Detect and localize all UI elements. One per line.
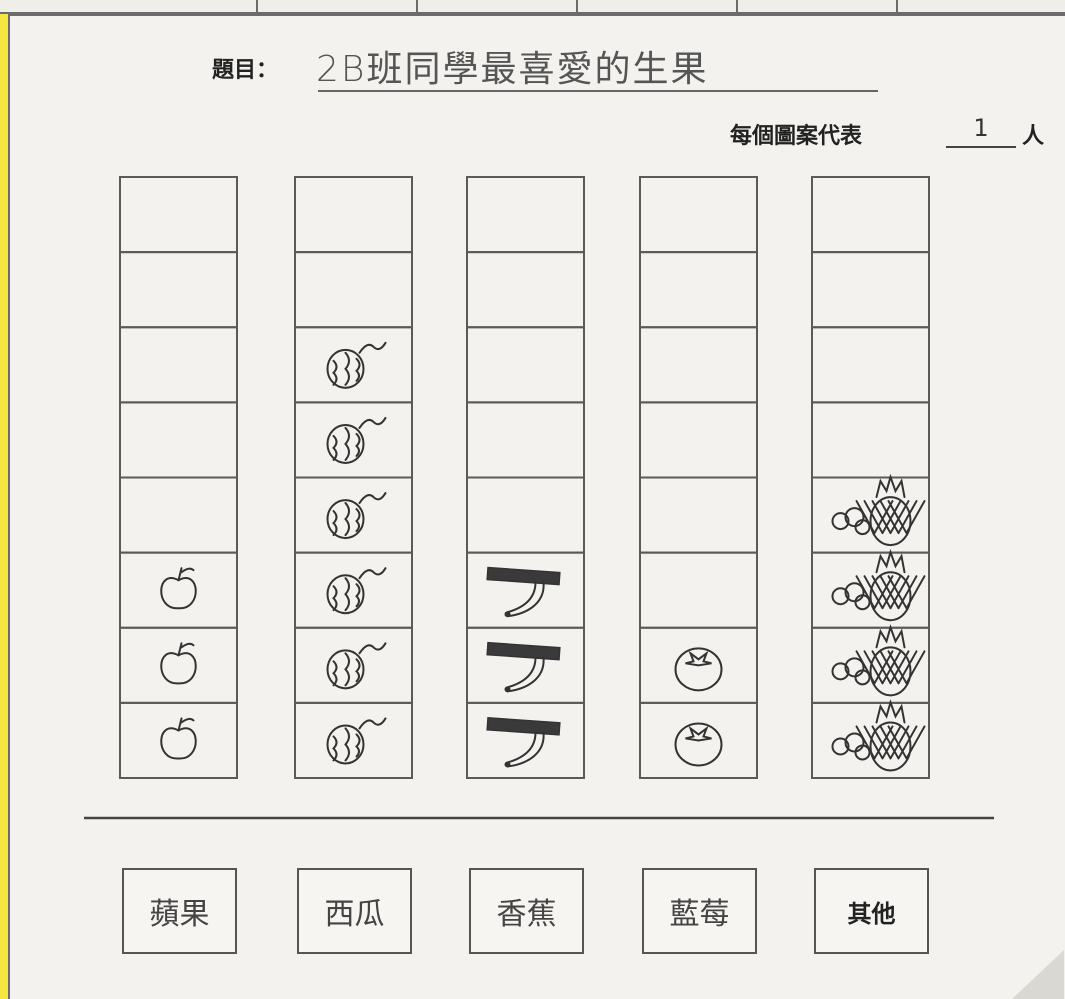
- grid-cell: [639, 401, 758, 479]
- legend-unit: 人: [1022, 123, 1045, 149]
- grid-cell: [466, 176, 585, 254]
- category-label-1: 蘋果: [122, 868, 237, 954]
- legend-value: 1: [973, 114, 989, 142]
- grid-cell: [466, 701, 585, 779]
- grid-cell: [639, 326, 758, 404]
- mixed-fruit-icon: [831, 473, 926, 547]
- category-label-4: 藍莓: [642, 868, 757, 954]
- mixed-fruit-icon: [831, 548, 926, 622]
- legend-underline: [946, 146, 1016, 148]
- grid-cell: [466, 401, 585, 479]
- grid-cell: [466, 626, 585, 704]
- watermelon-icon: [326, 717, 387, 765]
- category-label-3: 香蕉: [469, 868, 584, 954]
- grid-cell: [119, 701, 238, 779]
- grid-cell: [294, 551, 413, 629]
- category-label-2: 西瓜: [297, 868, 412, 954]
- column-4: [639, 176, 758, 779]
- column-3: [466, 176, 585, 779]
- grid-cell: [811, 251, 930, 329]
- title-label: 題目：: [212, 57, 279, 83]
- grid-cell: [119, 326, 238, 404]
- grid-cell: [294, 176, 413, 254]
- grid-cell: [294, 701, 413, 779]
- grid-cell: [466, 326, 585, 404]
- grid-cell: [811, 401, 930, 479]
- grid-cell: [466, 476, 585, 554]
- apple-icon: [160, 642, 197, 685]
- column-5: [811, 176, 930, 779]
- strip-cell: [418, 0, 578, 12]
- column-2: [294, 176, 413, 779]
- banana-icon: [486, 717, 561, 768]
- tomato-icon: [674, 647, 723, 692]
- strip-cell: [258, 0, 418, 12]
- grid-cell: [639, 476, 758, 554]
- grid-cell: [466, 251, 585, 329]
- grid-cell: [639, 251, 758, 329]
- previous-table-strip: [0, 0, 1065, 14]
- tomato-icon: [674, 722, 723, 767]
- mixed-fruit-icon: [831, 699, 926, 772]
- banana-icon: [486, 641, 561, 693]
- title-underline: [318, 90, 878, 92]
- column-1: [119, 176, 238, 779]
- strip-cell: [738, 0, 898, 12]
- grid-cell: [811, 176, 930, 254]
- watermelon-icon: [326, 492, 387, 540]
- grid-cell: [119, 551, 238, 629]
- apple-icon: [160, 567, 197, 610]
- legend-label: 每個圖案代表: [730, 123, 863, 149]
- grid-cell: [639, 701, 758, 779]
- apple-icon: [160, 717, 197, 760]
- grid-cell: [811, 326, 930, 404]
- grid-cell: [119, 626, 238, 704]
- grid-cell: [294, 476, 413, 554]
- grid-cell: [119, 476, 238, 554]
- grid-cell: [119, 251, 238, 329]
- grid-cell: [811, 701, 930, 779]
- watermelon-icon: [326, 416, 387, 464]
- watermelon-icon: [326, 567, 387, 615]
- page-corner-fold: [1012, 950, 1064, 999]
- strip-cell: [578, 0, 738, 12]
- strip-cell: [0, 0, 258, 12]
- grid-cell: [639, 176, 758, 254]
- category-label-5: 其他: [814, 868, 929, 954]
- grid-cell: [294, 326, 413, 404]
- grid-cell: [119, 176, 238, 254]
- grid-cell: [294, 626, 413, 704]
- grid-cell: [294, 401, 413, 479]
- grid-cell: [639, 551, 758, 629]
- handwritten-title: 2B班同學最喜愛的生果: [316, 49, 709, 90]
- watermelon-icon: [326, 642, 387, 690]
- watermelon-icon: [326, 341, 387, 389]
- grid-cell: [294, 251, 413, 329]
- banana-icon: [486, 566, 561, 618]
- grid-cell: [119, 401, 238, 479]
- grid-cell: [466, 551, 585, 629]
- mixed-fruit-icon: [831, 624, 926, 697]
